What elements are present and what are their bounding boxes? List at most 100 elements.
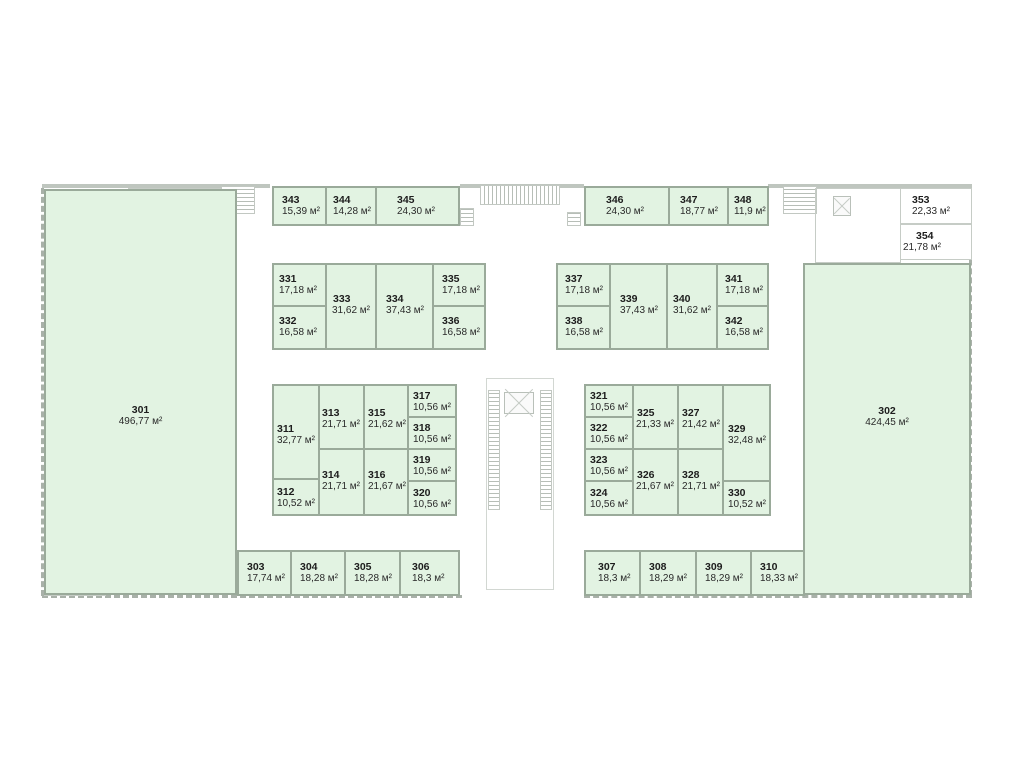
room-343[interactable]: 343 15,39 м² [272, 186, 327, 226]
room-area: 10,56 м² [590, 499, 629, 510]
room-number: 325 [637, 407, 655, 419]
room-number: 302 [878, 405, 896, 417]
room-area: 18,33 м² [760, 573, 799, 584]
room-331[interactable]: 331 17,18 м² [272, 263, 327, 307]
room-306[interactable]: 306 18,3 м² [399, 550, 460, 596]
room-304[interactable]: 304 18,28 м² [290, 550, 346, 596]
room-area: 16,58 м² [442, 327, 481, 338]
room-348[interactable]: 348 11,9 м² [727, 186, 769, 226]
room-area: 17,18 м² [442, 285, 481, 296]
room-332[interactable]: 332 16,58 м² [272, 305, 327, 350]
room-area: 11,9 м² [734, 206, 766, 217]
room-342[interactable]: 342 16,58 м² [716, 305, 769, 350]
room-307[interactable]: 307 18,3 м² [584, 550, 641, 596]
room-area: 21,62 м² [368, 419, 407, 430]
room-area: 10,56 м² [590, 466, 629, 477]
room-area: 31,62 м² [332, 305, 371, 316]
room-number: 339 [620, 293, 638, 305]
room-345[interactable]: 345 24,30 м² [375, 186, 460, 226]
room-327[interactable]: 327 21,42 м² [677, 384, 724, 450]
service-area-top-right [815, 188, 901, 263]
stair-top-middle [480, 185, 560, 205]
room-305[interactable]: 305 18,28 м² [344, 550, 401, 596]
room-321[interactable]: 321 10,56 м² [584, 384, 634, 418]
room-339[interactable]: 339 37,43 м² [609, 263, 668, 350]
room-number: 336 [442, 315, 460, 327]
room-328[interactable]: 328 21,71 м² [677, 448, 724, 516]
room-330[interactable]: 330 10,52 м² [722, 480, 771, 516]
room-325[interactable]: 325 21,33 м² [632, 384, 679, 450]
room-317[interactable]: 317 10,56 м² [407, 384, 457, 418]
room-333[interactable]: 333 31,62 м² [325, 263, 377, 350]
room-354[interactable]: 354 21,78 м² [900, 224, 972, 260]
room-number: 342 [725, 315, 743, 327]
room-area: 18,28 м² [300, 573, 339, 584]
room-area: 16,58 м² [725, 327, 764, 338]
room-309[interactable]: 309 18,29 м² [695, 550, 752, 596]
elevator-shaft-top-right [833, 196, 851, 216]
room-338[interactable]: 338 16,58 м² [556, 305, 611, 350]
room-area: 17,18 м² [725, 285, 764, 296]
room-302[interactable]: 302 424,45 м² [803, 263, 971, 595]
room-number: 321 [590, 390, 608, 402]
room-area: 10,56 м² [590, 402, 629, 413]
room-number: 327 [682, 407, 700, 419]
room-324[interactable]: 324 10,56 м² [584, 480, 634, 516]
room-number: 309 [705, 561, 723, 573]
room-area: 18,77 м² [680, 206, 719, 217]
room-340[interactable]: 340 31,62 м² [666, 263, 718, 350]
room-area: 424,45 м² [865, 417, 909, 428]
room-320[interactable]: 320 10,56 м² [407, 480, 457, 516]
room-346[interactable]: 346 24,30 м² [584, 186, 670, 226]
room-322[interactable]: 322 10,56 м² [584, 416, 634, 450]
room-301[interactable]: 301 496,77 м² [44, 189, 237, 595]
room-number: 313 [322, 407, 340, 419]
room-area: 17,74 м² [247, 573, 286, 584]
room-area: 32,48 м² [728, 435, 767, 446]
room-326[interactable]: 326 21,67 м² [632, 448, 679, 516]
room-313[interactable]: 313 21,71 м² [318, 384, 365, 450]
room-number: 315 [368, 407, 386, 419]
room-341[interactable]: 341 17,18 м² [716, 263, 769, 307]
room-area: 10,56 м² [413, 499, 452, 510]
room-319[interactable]: 319 10,56 м² [407, 448, 457, 482]
bottom-wall-left [42, 595, 462, 598]
room-area: 18,3 м² [412, 573, 445, 584]
room-number: 338 [565, 315, 583, 327]
room-336[interactable]: 336 16,58 м² [432, 305, 486, 350]
room-312[interactable]: 312 10,52 м² [272, 478, 320, 516]
stair-small-top-right [567, 212, 581, 226]
room-323[interactable]: 323 10,56 м² [584, 448, 634, 482]
room-area: 10,56 м² [413, 402, 452, 413]
room-329[interactable]: 329 32,48 м² [722, 384, 771, 482]
room-334[interactable]: 334 37,43 м² [375, 263, 434, 350]
room-number: 316 [368, 469, 386, 481]
room-310[interactable]: 310 18,33 м² [750, 550, 805, 596]
room-316[interactable]: 316 21,67 м² [363, 448, 409, 516]
room-number: 319 [413, 454, 431, 466]
room-number: 335 [442, 273, 460, 285]
room-335[interactable]: 335 17,18 м² [432, 263, 486, 307]
room-number: 354 [916, 230, 934, 242]
central-atrium [486, 378, 554, 590]
room-308[interactable]: 308 18,29 м² [639, 550, 697, 596]
room-311[interactable]: 311 32,77 м² [272, 384, 320, 480]
room-number: 345 [397, 194, 415, 206]
room-area: 21,33 м² [636, 419, 675, 430]
room-347[interactable]: 347 18,77 м² [668, 186, 729, 226]
room-area: 16,58 м² [279, 327, 318, 338]
room-area: 21,42 м² [682, 419, 721, 430]
room-area: 10,56 м² [413, 466, 452, 477]
stair-small-top-middle [460, 208, 474, 226]
room-number: 328 [682, 469, 700, 481]
room-number: 312 [277, 486, 295, 498]
room-314[interactable]: 314 21,71 м² [318, 448, 365, 516]
room-303[interactable]: 303 17,74 м² [237, 550, 292, 596]
room-353[interactable]: 353 22,33 м² [900, 188, 972, 224]
room-315[interactable]: 315 21,62 м² [363, 384, 409, 450]
room-number: 353 [912, 194, 930, 206]
room-344[interactable]: 344 14,28 м² [325, 186, 377, 226]
room-337[interactable]: 337 17,18 м² [556, 263, 611, 307]
room-318[interactable]: 318 10,56 м² [407, 416, 457, 450]
room-number: 322 [590, 422, 608, 434]
